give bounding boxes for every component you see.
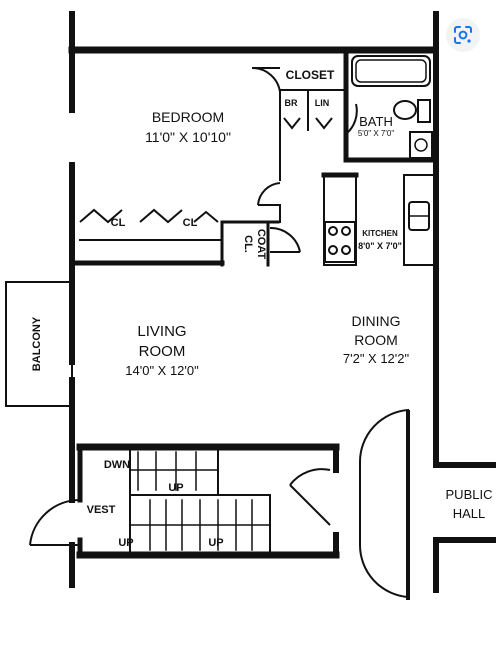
- closet-door-swing: [251, 66, 281, 93]
- bedroom-closet-doors: [79, 117, 333, 224]
- bedroom-dims: 11'0" X 10'10": [145, 129, 231, 145]
- kitchen-counter-right: [403, 174, 435, 266]
- kitchen-name: KITCHEN: [362, 229, 398, 238]
- stair-door-swing: [289, 468, 331, 486]
- stair-up-label-1: UP: [168, 482, 183, 494]
- living-name-2: ROOM: [139, 343, 186, 360]
- toilet: [393, 100, 417, 120]
- dining-name-1: DINING: [352, 313, 401, 329]
- stove-burner: [328, 245, 338, 255]
- stair-door-leaf: [289, 484, 331, 526]
- living-dims: 14'0" X 12'0": [125, 363, 199, 378]
- bathtub: [351, 55, 431, 87]
- bifold-door: [283, 117, 301, 130]
- closet-label: CLOSET: [286, 68, 335, 82]
- bath-sink: [409, 131, 433, 159]
- bath-door-swing: [345, 103, 358, 135]
- bath-dims: 5'0" X 7'0": [358, 129, 394, 138]
- bifold-door: [79, 208, 123, 224]
- stove: [324, 221, 356, 263]
- coat-closet-door-swing: [269, 226, 301, 253]
- stove-burner: [328, 226, 338, 236]
- dining-dims: 7'2" X 12'2": [343, 351, 410, 366]
- balcony: [5, 281, 73, 407]
- bath-sink-bowl: [414, 138, 428, 152]
- stove-burner: [341, 245, 351, 255]
- living-name-1: LIVING: [137, 323, 186, 340]
- labels: BEDROOM 11'0" X 10'10" CLOSET BR LIN BAT…: [31, 68, 492, 549]
- public-hall-label-2: HALL: [453, 506, 486, 521]
- coat-closet-label-2: CL.: [242, 235, 254, 253]
- stair-up-label-2: UP: [118, 537, 133, 549]
- lin-label: LIN: [315, 98, 330, 108]
- bedroom-closet-label-1: CL: [111, 217, 126, 229]
- door-swings: [29, 66, 410, 600]
- bedroom-door-swing: [257, 182, 281, 206]
- vest-label: VEST: [87, 504, 116, 516]
- bedroom-name: BEDROOM: [152, 109, 224, 125]
- public-hall-label-1: PUBLIC: [446, 487, 493, 502]
- google-lens-button[interactable]: [446, 18, 480, 52]
- bathtub-inner: [355, 59, 427, 83]
- bedroom-closet-label-2: CL: [183, 217, 198, 229]
- vest-door-swing: [29, 498, 81, 546]
- br-label: BR: [285, 98, 298, 108]
- stove-burner: [341, 226, 351, 236]
- dining-name-2: ROOM: [354, 332, 398, 348]
- coat-closet-label-1: COAT: [255, 229, 267, 260]
- kitchen-dims: 8'0" X 7'0": [358, 241, 402, 251]
- toilet-tank: [417, 99, 431, 123]
- bifold-door: [315, 117, 333, 130]
- bifold-door: [193, 210, 219, 223]
- bifold-door: [139, 208, 183, 224]
- balcony-label: BALCONY: [31, 316, 43, 371]
- entry-door-swing: [358, 408, 409, 599]
- stair-up-label-3: UP: [208, 537, 223, 549]
- walls: [5, 11, 496, 593]
- bath-name: BATH: [359, 114, 393, 129]
- google-lens-icon: [454, 26, 472, 44]
- stair-dwn-label: DWN: [104, 459, 130, 471]
